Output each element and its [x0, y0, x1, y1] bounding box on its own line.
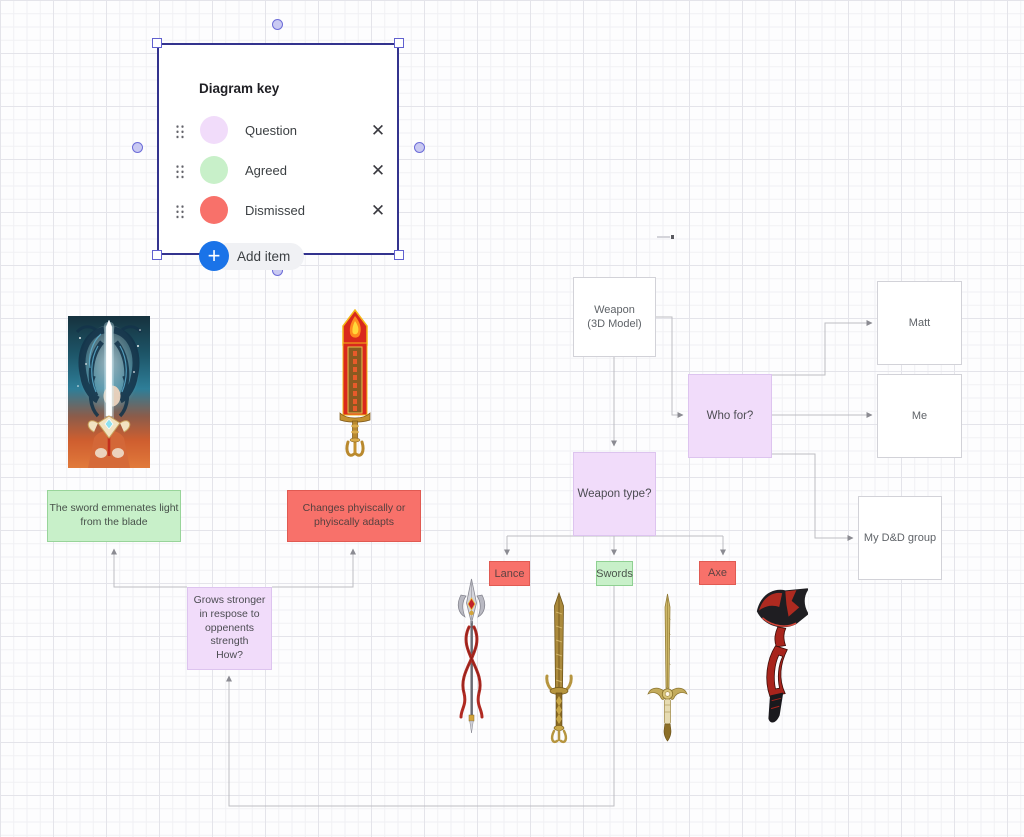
- drag-handle-icon[interactable]: [175, 164, 185, 179]
- node-weapon-3d-model[interactable]: Weapon (3D Model): [573, 277, 656, 357]
- add-item-label: Add item: [237, 249, 291, 264]
- node-matt[interactable]: Matt: [877, 281, 962, 365]
- node-lance[interactable]: Lance: [489, 561, 530, 586]
- remove-item-icon[interactable]: ✕: [370, 201, 386, 220]
- legend-item-label: Dismissed: [245, 203, 305, 218]
- node-axe[interactable]: Axe: [699, 561, 736, 585]
- drag-handle-icon[interactable]: [175, 204, 185, 219]
- connection-point-top[interactable]: [272, 19, 283, 30]
- connection-point-right[interactable]: [414, 142, 425, 153]
- legend-item-label: Agreed: [245, 163, 287, 178]
- note-question[interactable]: Grows stronger in respose to oppenents s…: [187, 587, 272, 670]
- add-item-button[interactable]: Add item +: [199, 241, 305, 271]
- node-who-for[interactable]: Who for?: [688, 374, 772, 458]
- legend-card[interactable]: Diagram key Question ✕ Agreed ✕ Dismisse…: [157, 43, 399, 255]
- ornate-lance[interactable]: [455, 577, 488, 733]
- stray-connector-endpoint: [670, 235, 674, 239]
- node-swords[interactable]: Swords: [596, 561, 633, 586]
- drag-handle-icon[interactable]: [175, 124, 185, 139]
- red-black-axe[interactable]: [748, 583, 808, 728]
- node-me[interactable]: Me: [877, 374, 962, 458]
- remove-item-icon[interactable]: ✕: [370, 161, 386, 180]
- selection-handle-ne[interactable]: [394, 38, 404, 48]
- gold-knight-sword[interactable]: [647, 593, 688, 743]
- stray-connector[interactable]: [657, 235, 674, 239]
- selection-handle-sw[interactable]: [152, 250, 162, 260]
- gold-longsword[interactable]: [545, 592, 573, 745]
- selection-handle-se[interactable]: [394, 250, 404, 260]
- note-agreed[interactable]: The sword emmenates light from the blade: [47, 490, 181, 542]
- legend-item-label: Question: [245, 123, 298, 138]
- color-swatch-question[interactable]: [200, 116, 228, 144]
- node-dnd-group[interactable]: My D&D group: [858, 496, 942, 580]
- selection-handle-nw[interactable]: [152, 38, 162, 48]
- legend-title: Diagram key: [199, 81, 280, 96]
- stray-connector-line: [657, 236, 670, 238]
- glowing-sword-artwork[interactable]: [68, 316, 150, 468]
- color-swatch-dismissed[interactable]: [200, 196, 228, 224]
- legend-item-row[interactable]: Dismissed ✕: [159, 191, 397, 231]
- note-dismissed[interactable]: Changes phyiscally or phyiscally adapts: [287, 490, 421, 542]
- legend-item-row[interactable]: Agreed ✕: [159, 151, 397, 191]
- color-swatch-agreed[interactable]: [200, 156, 228, 184]
- connection-point-left[interactable]: [132, 142, 143, 153]
- plus-icon: +: [199, 241, 229, 271]
- node-weapon-type[interactable]: Weapon type?: [573, 452, 656, 536]
- legend-item-row[interactable]: Question ✕: [159, 111, 397, 151]
- remove-item-icon[interactable]: ✕: [370, 121, 386, 140]
- flaming-sword[interactable]: [336, 309, 374, 461]
